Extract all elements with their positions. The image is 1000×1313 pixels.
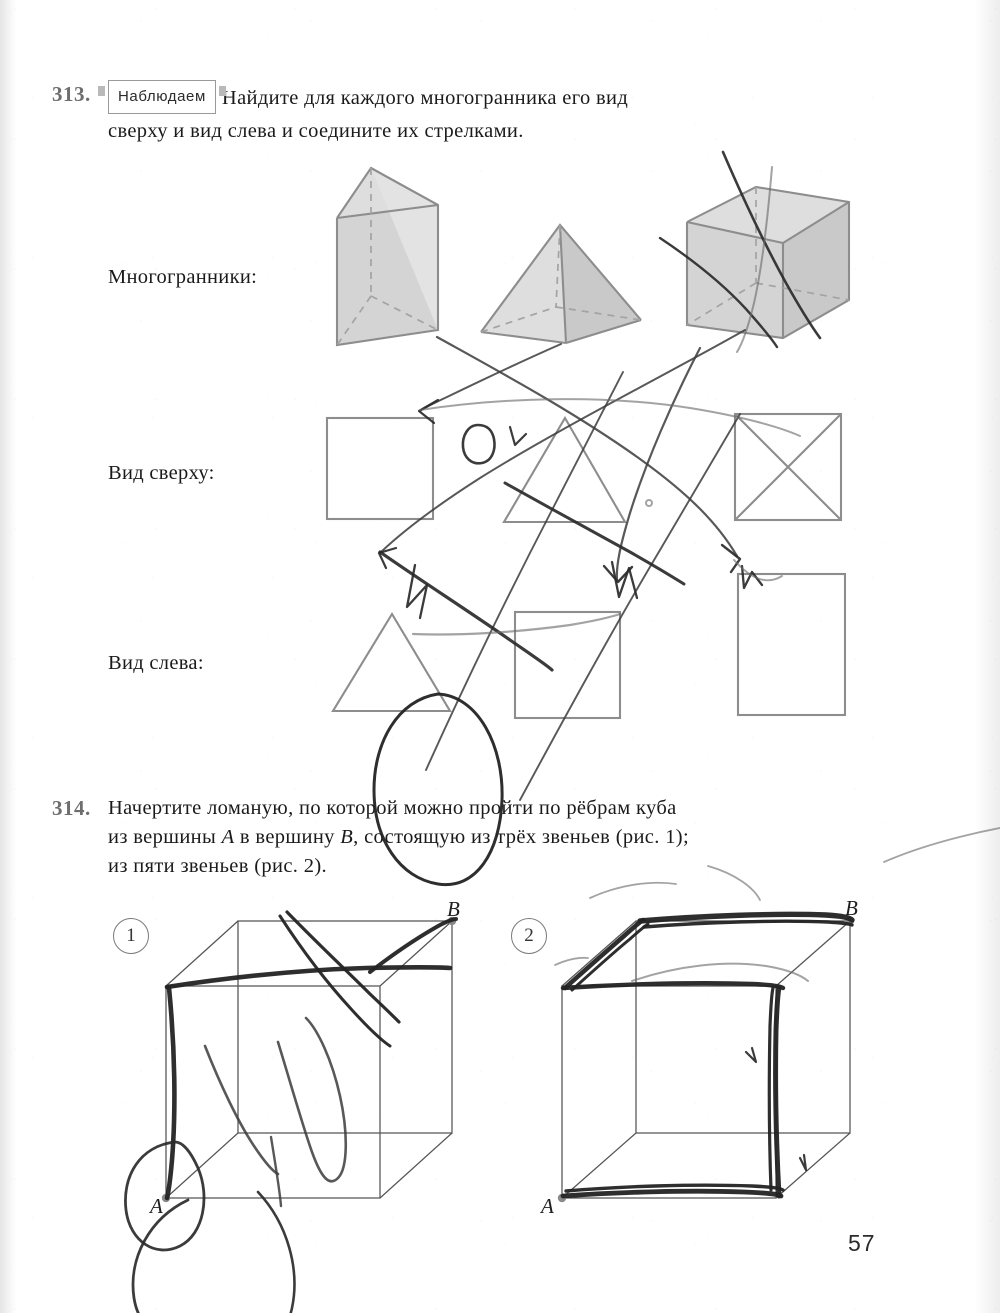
- exercise-314-line3: из пяти звеньев (рис. 2).: [108, 855, 327, 877]
- exercise-314-number: 314.: [52, 796, 91, 820]
- figure-2-label-b: B: [845, 896, 858, 920]
- exercise-313-number: 313.: [52, 82, 91, 106]
- exercise-314-line1: Начертите ломаную, по которой можно прой…: [108, 797, 677, 819]
- figure-2-index: 2: [511, 918, 547, 954]
- exercise-313-body: Наблюдаем Найдите для каждого многогранн…: [98, 80, 908, 146]
- solid-square-pyramid: [480, 223, 642, 345]
- exercise-314-vertex-a: A: [221, 826, 235, 848]
- figure-1-label-b: B: [447, 897, 460, 921]
- tag-marker-right-icon: [218, 86, 226, 96]
- pencil-dot-mark: [645, 499, 653, 507]
- exercise-314-vertex-b: B: [340, 826, 354, 848]
- left-view-rectangle-tall: [736, 572, 847, 717]
- exercise-314-line2-c: , состоящую из трёх звеньев (рис. 1);: [353, 826, 690, 848]
- tag-marker-left-icon: [98, 86, 105, 96]
- page-number: 57: [848, 1230, 876, 1256]
- pencil-stray-curve-text: [883, 827, 1000, 863]
- row-label-left-view: Вид слева:: [108, 652, 204, 674]
- exercise-314-line2-a: из вершины: [108, 826, 222, 848]
- exercise-314-body: Начертите ломаную, по которой можно прой…: [108, 794, 948, 881]
- pencil-small-loop: [461, 423, 496, 465]
- figure-1-index: 1: [113, 918, 149, 954]
- pencil-hook-mark: [508, 425, 528, 447]
- pencil-over-figure-2: [554, 881, 855, 1199]
- pencil-over-figure-1: [124, 910, 458, 1313]
- top-view-triangle: [502, 415, 627, 524]
- row-label-top-view: Вид сверху:: [108, 462, 215, 484]
- row-label-solids: Многогранники:: [108, 266, 258, 288]
- pencil-connector-arrows: [377, 329, 801, 801]
- exercise-313-line2: сверху и вид слева и соедините их стрелк…: [108, 120, 524, 142]
- observe-tag-label: Наблюдаем: [118, 88, 206, 105]
- solid-triangular-prism: [335, 166, 440, 347]
- figure-1-label-a: A: [150, 1194, 163, 1218]
- observe-tag: Наблюдаем: [98, 80, 226, 114]
- pencil-stray-curve-right: [707, 865, 761, 901]
- top-view-square-with-diagonals: [733, 412, 843, 522]
- pencil-scribble-over-cube: [658, 150, 822, 353]
- left-view-triangle: [331, 611, 452, 713]
- pencil-large-oval: [372, 692, 504, 887]
- figure-2-label-a: A: [541, 1194, 554, 1218]
- exercise-314-line2-b: в вершину: [234, 826, 341, 848]
- top-view-square-plain: [325, 416, 435, 521]
- left-view-square-plain: [513, 610, 622, 720]
- exercise-313-line1: Найдите для каждого многогранника его ви…: [221, 87, 629, 109]
